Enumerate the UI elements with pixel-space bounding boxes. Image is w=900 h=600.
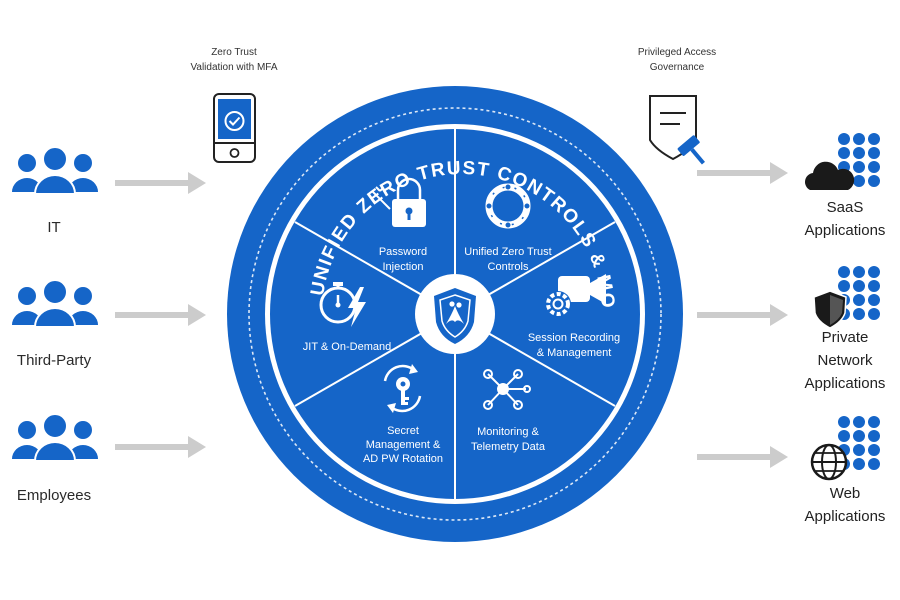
segment-label-line2: Telemetry Data — [471, 441, 546, 453]
cycle-icon — [485, 183, 531, 229]
flow-arrow — [697, 162, 788, 184]
segment-label-line1: Monitoring & — [477, 426, 539, 438]
flow-arrow — [115, 172, 206, 194]
app-label-line1: SaaS — [826, 199, 864, 216]
apps-column — [805, 133, 880, 481]
flow-arrow — [697, 304, 788, 326]
segment-label-line2: Injection — [383, 261, 424, 273]
app-label-private: Private Network Applications — [790, 326, 900, 395]
control-wheel: UNIFIED ZERO TRUST CONTROLS & MONITORING — [227, 86, 683, 542]
segment-label-line1: Password — [379, 246, 427, 258]
users-group-icon — [12, 279, 98, 328]
mfa-label-line1: Zero Trust — [211, 47, 257, 58]
cloud-icon — [805, 161, 855, 190]
flow-arrow — [115, 304, 206, 326]
segment-label-line1: JIT & On-Demand — [303, 341, 391, 353]
app-label-web: Web Applications — [790, 482, 900, 528]
video-gear-icon — [545, 274, 606, 317]
segment-password-injection: Password Injection — [371, 177, 427, 273]
segment-label-line1: Session Recording — [528, 332, 620, 344]
flow-arrow — [697, 446, 788, 468]
dashed-ring — [248, 107, 662, 521]
segment-unified-controls: Unified Zero Trust Controls — [464, 183, 552, 273]
network-nodes-icon — [483, 369, 531, 410]
globe-icon — [810, 443, 848, 481]
key-rotate-icon — [383, 364, 422, 413]
users-group-icon — [12, 413, 98, 462]
app-label-line2: Applications — [804, 508, 886, 525]
segment-label-line2: & Management — [537, 347, 612, 359]
phone-mfa-icon — [213, 93, 256, 163]
segment-session-recording: Session Recording & Management — [528, 274, 620, 359]
shield-logo-icon — [434, 288, 476, 344]
segment-secret-management: Secret Management & AD PW Rotation — [363, 364, 443, 465]
app-label-line2: Applications — [804, 222, 886, 239]
user-label-it: IT — [47, 219, 61, 236]
app-label-line1: Private — [821, 329, 869, 346]
app-label-saas: SaaS Applications — [790, 196, 900, 242]
users-column — [12, 146, 98, 462]
segment-jit: JIT & On-Demand — [303, 282, 391, 353]
lock-icon — [371, 177, 426, 227]
users-group-icon — [12, 146, 98, 195]
mfa-block: Zero Trust Validation with MFA — [190, 47, 278, 163]
user-label-third-party: Third-Party — [16, 352, 92, 369]
web-dots-grid — [838, 416, 880, 470]
app-label-line1: Web — [829, 485, 861, 502]
private-dots-grid — [838, 266, 880, 320]
center-hub — [415, 274, 495, 354]
segment-label-line1: Secret — [387, 425, 419, 437]
segment-label-line1: Unified Zero Trust — [464, 246, 551, 258]
segment-label-line3: AD PW Rotation — [363, 453, 443, 465]
flow-arrow — [115, 436, 206, 458]
segment-monitoring: Monitoring & Telemetry Data — [471, 369, 546, 453]
arrows — [115, 162, 788, 468]
segment-label-line2: Management & — [366, 439, 441, 451]
governance-label-line1: Privileged Access — [638, 47, 716, 58]
app-label-line3: Applications — [804, 375, 886, 392]
segment-label-line2: Controls — [488, 261, 529, 273]
mfa-label-line2: Validation with MFA — [190, 62, 277, 73]
user-label-employees: Employees — [16, 487, 92, 504]
app-label-line2: Network — [817, 352, 873, 369]
saas-dots-grid — [838, 133, 880, 187]
governance-block: Privileged Access Governance — [638, 47, 716, 165]
shield-icon — [813, 290, 847, 329]
document-gavel-icon — [649, 95, 705, 165]
stopwatch-bolt-icon — [319, 282, 366, 327]
governance-label-line2: Governance — [650, 62, 705, 73]
